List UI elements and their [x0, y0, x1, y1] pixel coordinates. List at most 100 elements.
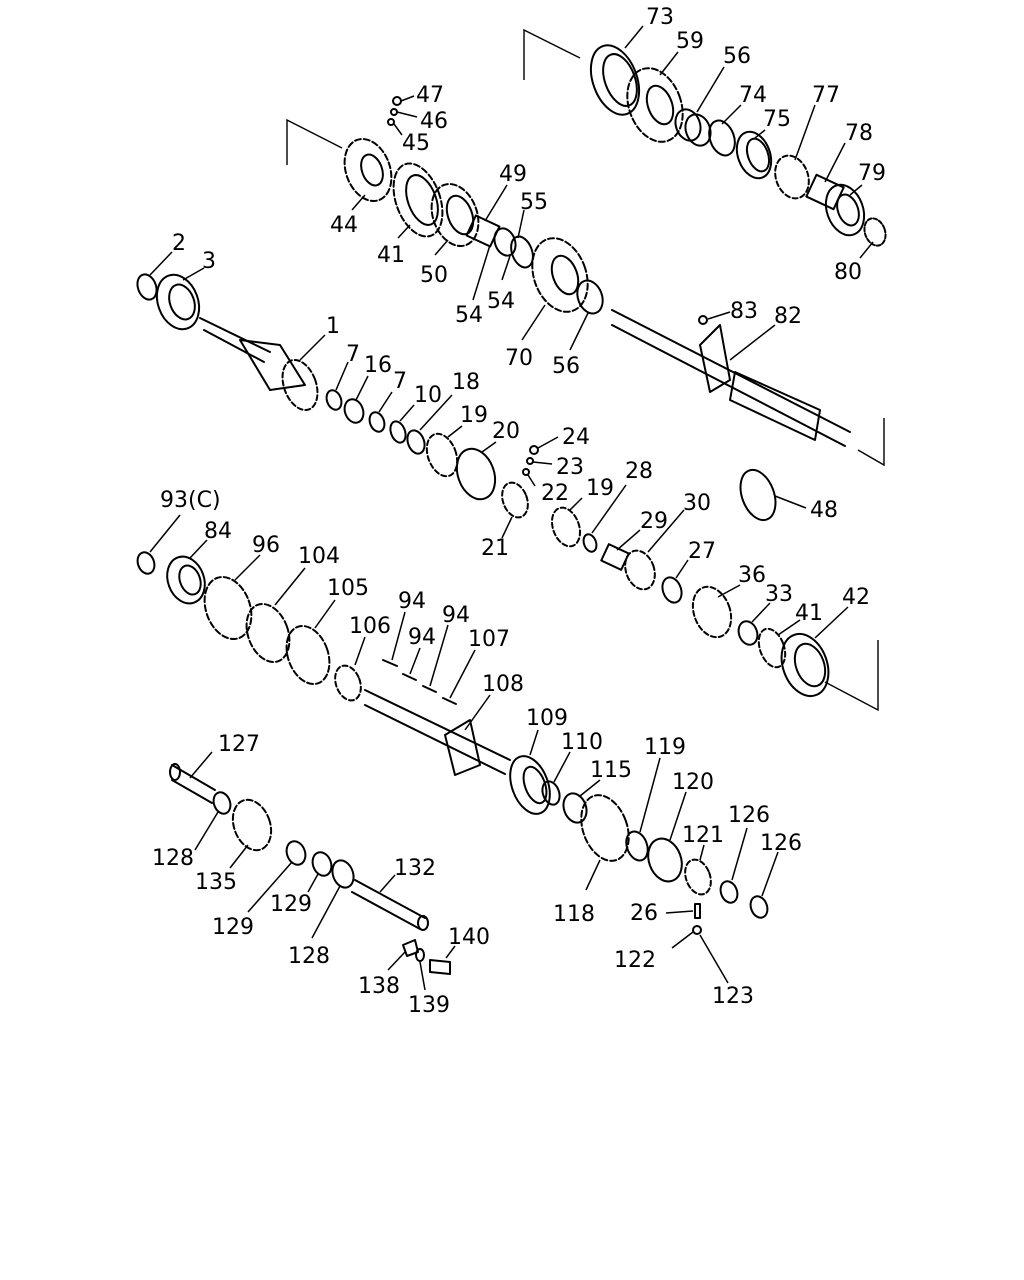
callout-132: 132	[394, 856, 436, 881]
ref-bracket-mainshaft-end	[857, 418, 885, 467]
callout-127: 127	[218, 732, 260, 757]
part-105-gear	[285, 624, 331, 686]
part-44-synchro-hub	[343, 138, 393, 202]
callout-109: 109	[526, 706, 568, 731]
leader-27	[675, 559, 689, 579]
callout-93c: 93(C)	[160, 488, 221, 513]
callout-59: 59	[676, 29, 704, 54]
part-138-lock-plate	[402, 939, 419, 957]
leader-110	[553, 751, 571, 783]
callout-56-b: 56	[552, 354, 580, 379]
ref-bracket-top-right	[523, 28, 581, 80]
leader-121	[699, 844, 705, 861]
callout-108: 108	[482, 672, 524, 697]
leader-7b	[378, 391, 393, 413]
callout-129-b: 129	[270, 892, 312, 917]
leader-47	[400, 95, 415, 102]
callout-50: 50	[420, 263, 448, 288]
leader-56b	[569, 312, 589, 351]
callout-94-b: 94	[408, 625, 436, 650]
callout-19-a: 19	[460, 403, 488, 428]
callout-54-b: 54	[487, 289, 515, 314]
part-82-mainshaft	[611, 309, 851, 447]
part-3-bearing	[155, 273, 201, 331]
leader-49	[484, 184, 508, 222]
leader-132	[379, 874, 396, 893]
leader-73	[624, 25, 644, 49]
part-22-ball	[522, 468, 530, 476]
part-2-snap-ring	[136, 273, 158, 301]
part-18-synchro-ring	[406, 429, 426, 455]
callout-82: 82	[774, 304, 802, 329]
callout-7-a: 7	[346, 342, 360, 367]
leader-54a	[472, 244, 491, 301]
part-36-gear	[691, 585, 733, 639]
leader-28	[591, 484, 627, 534]
callout-41: 41	[377, 243, 405, 268]
callout-119: 119	[644, 735, 686, 760]
part-94-key-c	[422, 685, 437, 693]
callout-36: 36	[738, 563, 766, 588]
leader-36	[717, 584, 741, 598]
part-115-needle-bearing	[562, 792, 588, 824]
leader-10	[399, 404, 415, 422]
part-55-washer	[510, 235, 534, 269]
leader-83	[707, 311, 731, 320]
leader-106	[354, 636, 366, 666]
part-83-key	[698, 315, 708, 325]
leader-50	[434, 239, 449, 256]
part-109-bearing	[509, 755, 551, 815]
part-126-snap-ring-a	[719, 880, 739, 904]
leader-45	[393, 123, 403, 136]
part-126-snap-ring-b	[749, 895, 769, 919]
callout-140: 140	[448, 925, 490, 950]
callout-74: 74	[739, 83, 767, 108]
part-46-spring	[390, 108, 398, 116]
callout-41-b: 41	[795, 601, 823, 626]
leader-84	[189, 539, 208, 559]
leader-1	[299, 334, 326, 361]
callout-83: 83	[730, 299, 758, 324]
part-27-needle-bearing	[661, 576, 683, 604]
part-42-synchro-sleeve	[780, 633, 830, 697]
leader-129a	[247, 861, 293, 913]
part-56-bearing-b	[576, 279, 604, 315]
part-75-synchro-ring	[735, 130, 773, 180]
leader-78	[824, 142, 846, 183]
leader-139	[419, 961, 426, 991]
part-41-gear	[392, 162, 444, 238]
callout-10: 10	[414, 383, 442, 408]
callout-104: 104	[298, 544, 340, 569]
callout-96: 96	[252, 533, 280, 558]
callout-105: 105	[327, 576, 369, 601]
leader-3	[182, 267, 205, 281]
leader-48	[774, 495, 807, 509]
leader-74	[721, 104, 742, 125]
callout-55: 55	[520, 190, 548, 215]
part-41-gear-b	[757, 627, 787, 669]
part-56-needle-bearing	[674, 108, 712, 147]
leader-77	[794, 104, 816, 161]
leader-135	[229, 844, 249, 869]
callout-26: 26	[630, 901, 658, 926]
part-30-gear	[624, 549, 656, 591]
callout-110: 110	[561, 730, 603, 755]
callout-56: 56	[723, 44, 751, 69]
callout-94-a: 94	[398, 589, 426, 614]
part-1-input-shaft	[199, 317, 319, 412]
part-121-gear	[684, 858, 712, 896]
callout-42: 42	[842, 585, 870, 610]
part-16-needle-bearing	[343, 398, 365, 424]
leader-21	[501, 516, 513, 539]
leader-20	[481, 441, 497, 453]
leader-119	[639, 757, 661, 833]
leader-30	[647, 509, 685, 553]
part-94-key-a	[382, 659, 398, 667]
leader-23	[532, 461, 553, 465]
leader-26	[665, 910, 694, 914]
part-7-ring-b	[368, 411, 386, 433]
part-93-snap-ring	[136, 551, 156, 575]
callout-120: 120	[672, 770, 714, 795]
leader-lines	[149, 25, 874, 991]
